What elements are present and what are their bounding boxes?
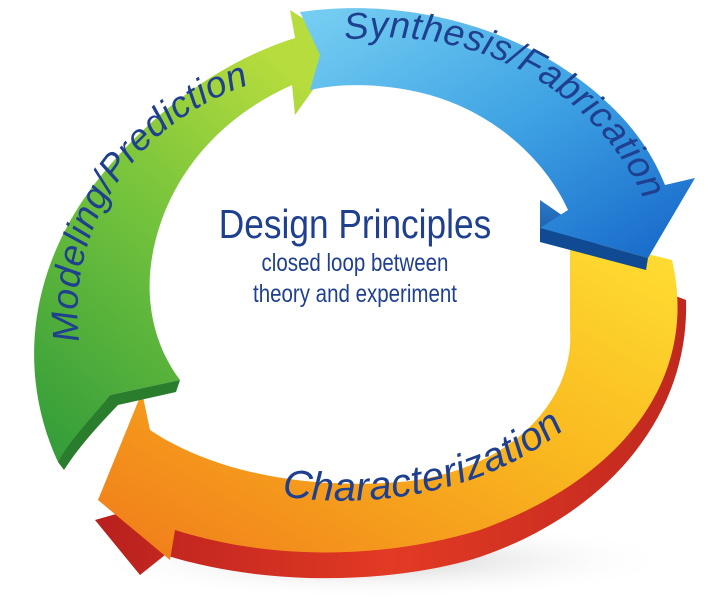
synthesis-arrow-body: [300, 8, 695, 259]
characterization-arrow: [95, 235, 687, 579]
modeling-arrow-body: [34, 10, 346, 462]
modeling-arrow-edge: [58, 380, 180, 470]
synthesis-arrow-underside: [540, 228, 648, 270]
modeling-arrow: [34, 10, 346, 470]
characterization-arrow-side: [95, 290, 687, 579]
center-subtitle-line-1: closed loop between: [261, 249, 449, 277]
center-title: Design Principles: [218, 201, 492, 247]
synthesis-arrow: [300, 8, 695, 270]
center-subtitle-line-2: theory and experiment: [252, 280, 457, 308]
characterization-arrow-body: [98, 235, 678, 560]
center-text: Design Principles closed loop between th…: [175, 200, 535, 310]
